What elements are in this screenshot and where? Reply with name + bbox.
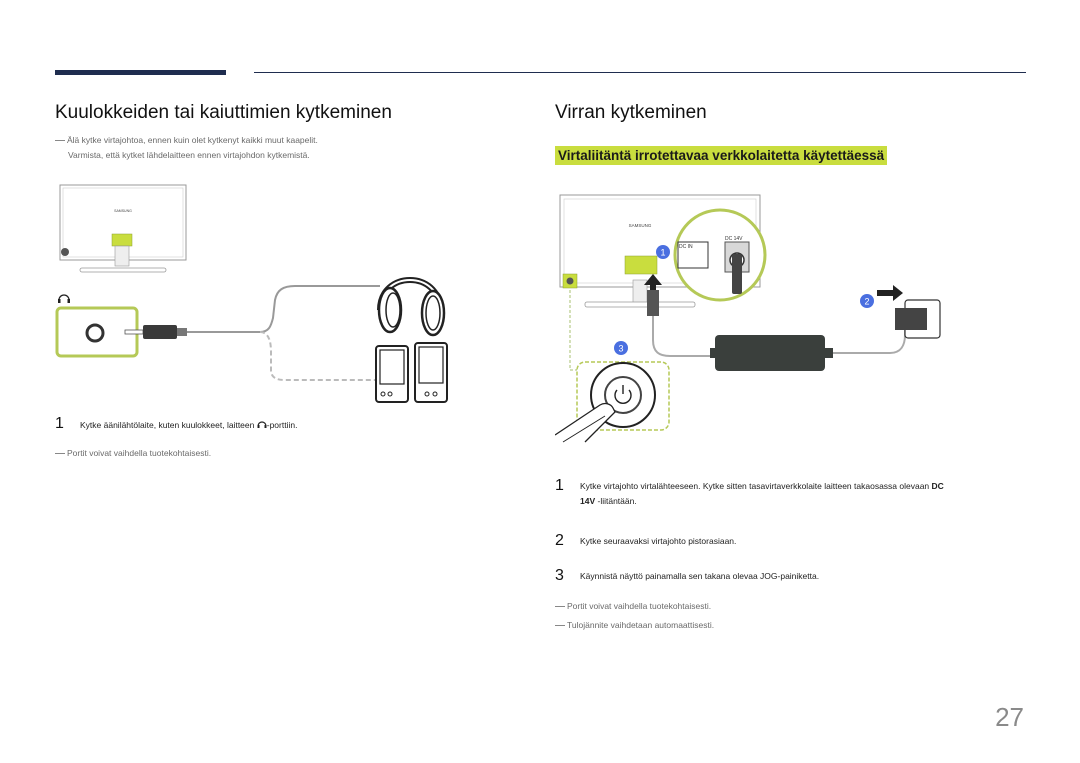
jog-button <box>604 376 642 414</box>
step-number: 2 <box>555 532 564 549</box>
step-number: 1 <box>555 477 564 494</box>
port-zoom-circle <box>673 208 767 302</box>
callout-2-number: 2 <box>864 297 869 307</box>
step-text-part: -porttiin. <box>266 420 298 430</box>
callout-3 <box>614 341 628 355</box>
step-text: Käynnistä näyttö painamalla sen takana o… <box>580 571 820 581</box>
note-text: Portit voivat vaihdella tuotekohtaisesti… <box>567 601 712 611</box>
step-text-bold: 14V <box>580 496 596 506</box>
note-text: Älä kytke virtajohtoa, ennen kuin olet k… <box>67 135 318 145</box>
left-notes: Älä kytke virtajohtoa, ennen kuin olet k… <box>55 133 475 163</box>
step-text: Kytke äänilähtölaite, kuten kuulokkeet, … <box>80 418 297 433</box>
monitor-brand-text: SAMSUNG <box>114 209 132 213</box>
note-line: Tulojännite vaihdetaan automaattisesti. <box>555 618 714 633</box>
section-title-headphones: Kuulokkeiden tai kaiuttimien kytkeminen <box>55 102 392 123</box>
headphone-port-icon <box>58 294 70 303</box>
section-title-power: Virran kytkeminen <box>555 102 707 123</box>
step-text: Kytke virtajohto virtalähteeseen. Kytke … <box>580 479 1020 509</box>
audio-plug <box>124 325 187 339</box>
step-text-bold: DC <box>931 481 944 491</box>
note-line: Varmista, että kytket lähdelaitteen enne… <box>68 150 310 160</box>
right-notes: Portit voivat vaihdella tuotekohtaisesti… <box>555 599 714 633</box>
step-text: Kytke seuraavaksi virtajohto pistorasiaa… <box>580 536 737 546</box>
step-text-part: -liitäntään. <box>595 496 637 506</box>
headphone-connection-illustration: SAMSUNG <box>55 184 448 403</box>
wall-socket-icon <box>877 285 941 339</box>
headphone-icon <box>257 421 267 428</box>
step-text-part: Kytke virtajohto virtalähteeseen. Kytke … <box>580 481 932 491</box>
note-line: Portit voivat vaihdella tuotekohtaisesti… <box>555 599 714 614</box>
power-adapter <box>715 335 825 371</box>
step-text-part: Kytke äänilähtölaite, kuten kuulokkeet, … <box>80 420 257 430</box>
step-number: 3 <box>555 567 564 584</box>
dc-in-label: DC IN <box>679 244 693 250</box>
callout-1 <box>656 245 670 259</box>
left-note-ports: Portit voivat vaihdella tuotekohtaisesti… <box>55 446 211 461</box>
page-number: 27 <box>995 702 1024 732</box>
power-connection-illustration: SAMSUNG DC IN DC 14V 1 2 3 <box>555 194 941 443</box>
headphones-icon <box>377 277 446 337</box>
note-text: Portit voivat vaihdella tuotekohtaisesti… <box>67 448 212 458</box>
note-line: Älä kytke virtajohtoa, ennen kuin olet k… <box>55 133 475 148</box>
monitor-brand-text: SAMSUNG <box>629 223 652 228</box>
note-text: Tulojännite vaihdetaan automaattisesti. <box>567 620 715 630</box>
dc-14v-label: DC 14V <box>725 236 743 242</box>
callout-3-number: 3 <box>618 344 623 354</box>
audio-jack <box>85 323 105 343</box>
monitor-back-small: SAMSUNG <box>59 184 187 273</box>
header-accent-bar <box>55 70 226 75</box>
callout-2 <box>860 294 874 308</box>
header-rule <box>254 72 1026 73</box>
hand-icon <box>555 402 616 443</box>
callout-1-number: 1 <box>660 248 665 258</box>
step-number: 1 <box>55 415 64 432</box>
subsection-title: Virtaliitäntä irrotettavaa verkkolaitett… <box>555 146 888 165</box>
speakers-icon <box>375 342 448 403</box>
